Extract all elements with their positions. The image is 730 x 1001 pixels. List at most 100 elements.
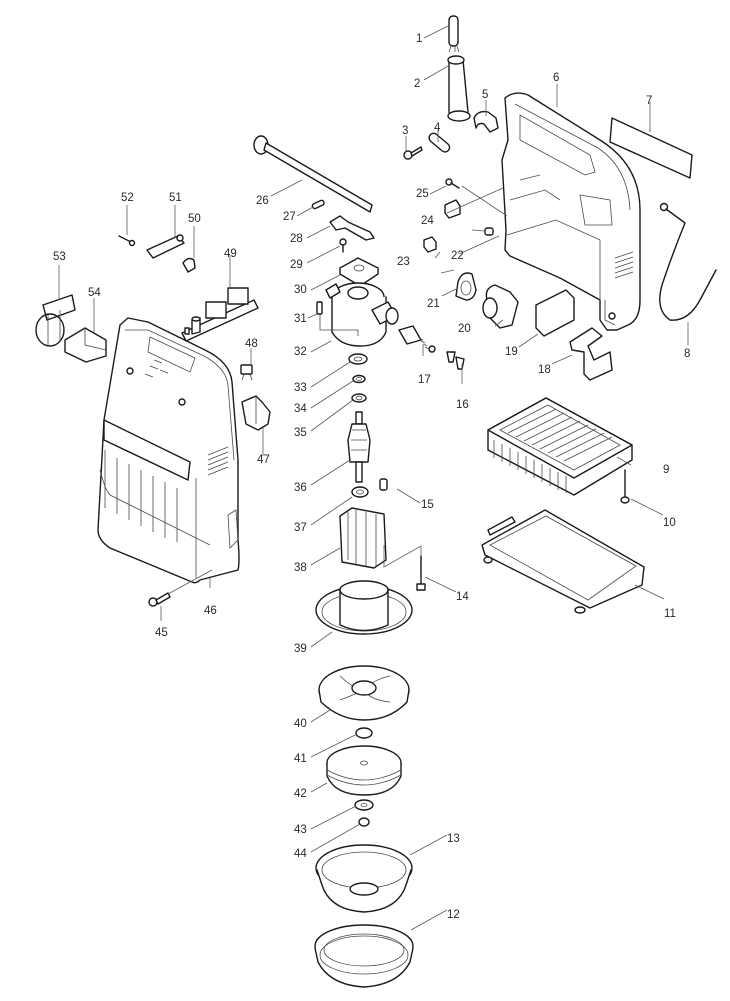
label-part-51: 51 (169, 192, 182, 204)
part-37-ball-bearing (351, 486, 369, 498)
label-part-38: 38 (294, 562, 307, 574)
part-21-gasket-plate (455, 272, 477, 301)
label-part-19: 19 (505, 346, 518, 358)
label-part-47: 47 (257, 454, 270, 466)
label-part-17: 17 (418, 374, 431, 386)
label-part-32: 32 (294, 346, 307, 358)
label-part-39: 39 (294, 643, 307, 655)
label-part-18: 18 (538, 364, 551, 376)
label-part-45: 45 (155, 627, 168, 639)
part-31-screw (316, 301, 323, 315)
part-8-lead-wire (659, 202, 717, 321)
label-part-16: 16 (456, 399, 469, 411)
label-part-30: 30 (294, 284, 307, 296)
part-26-shaft-lever (253, 135, 373, 213)
label-part-20: 20 (458, 323, 471, 335)
label-part-29: 29 (290, 259, 303, 271)
label-part-21: 21 (427, 298, 440, 310)
part-52-screw (118, 235, 136, 247)
part-17-carbon-brush (398, 325, 436, 353)
label-part-35: 35 (294, 427, 307, 439)
part-32-motor-housing (319, 282, 399, 347)
label-part-49: 49 (224, 248, 237, 260)
label-part-14: 14 (456, 591, 469, 603)
label-part-4: 4 (434, 122, 441, 134)
part-7-name-plate (609, 117, 693, 179)
part-40-fan (318, 665, 410, 721)
label-part-50: 50 (188, 213, 201, 225)
part-51-terminal-block (146, 234, 185, 259)
label-part-27: 27 (283, 211, 296, 223)
part-2-cord-guard (447, 55, 471, 122)
part-12-seal-ring (314, 924, 414, 988)
part-9-filter (487, 397, 633, 496)
part-49-controller-board (181, 287, 259, 342)
part-29-screw (339, 238, 347, 253)
part-43-flat-washer (354, 799, 374, 811)
part-15-pin (379, 478, 388, 491)
part-38-field (339, 507, 387, 569)
label-part-8: 8 (684, 348, 690, 360)
part-11-filter-frame (481, 509, 645, 614)
part-35-washer (351, 393, 367, 403)
label-part-44: 44 (294, 848, 307, 860)
part-22-cap (484, 227, 494, 236)
label-part-15: 15 (421, 499, 434, 511)
part-30-rubber-pad (339, 257, 379, 287)
part-41-spacer (355, 727, 373, 739)
label-part-28: 28 (290, 233, 303, 245)
part-42-fan-cover (326, 745, 402, 796)
part-33-ball-bearing (348, 353, 368, 365)
leader-lines (58, 25, 689, 931)
label-part-26: 26 (256, 195, 269, 207)
label-part-12: 12 (447, 909, 460, 921)
part-19-pad (535, 289, 575, 337)
part-34-washer (352, 374, 366, 384)
part-3-tapping-screw (403, 146, 423, 160)
label-part-7: 7 (646, 95, 652, 107)
part-6-rear-housing (501, 92, 641, 331)
part-36-armature (347, 411, 371, 483)
label-part-41: 41 (294, 753, 307, 765)
label-part-5: 5 (482, 89, 488, 101)
part-14-long-screw (416, 555, 426, 591)
label-part-36: 36 (294, 482, 307, 494)
label-part-37: 37 (294, 522, 307, 534)
label-part-1: 1 (416, 33, 422, 45)
label-part-24: 24 (421, 215, 434, 227)
label-part-53: 53 (53, 251, 66, 263)
part-28-spring (329, 215, 375, 241)
label-part-25: 25 (416, 188, 429, 200)
part-16-terminal (446, 351, 465, 370)
label-part-3: 3 (402, 125, 408, 137)
label-part-34: 34 (294, 403, 307, 415)
label-part-40: 40 (294, 718, 307, 730)
part-44-hex-nut (358, 817, 370, 827)
part-39-fan-guide (315, 580, 413, 635)
part-54-battery-holder (64, 327, 107, 363)
label-part-46: 46 (204, 605, 217, 617)
part-45-tapping-screw (148, 592, 171, 607)
part-1-cord-plug (448, 15, 460, 53)
part-10-screw (620, 469, 630, 504)
label-part-33: 33 (294, 382, 307, 394)
part-46-front-housing (97, 317, 240, 584)
part-25-screw (445, 178, 460, 189)
label-part-10: 10 (663, 517, 676, 529)
label-part-23: 23 (397, 256, 410, 268)
label-part-52: 52 (121, 192, 134, 204)
part-18-hook (569, 327, 613, 381)
part-4-gasket (428, 132, 451, 153)
part-48-capacitor (240, 364, 253, 381)
part-50-strain-relief (182, 257, 196, 273)
label-part-13: 13 (447, 833, 460, 845)
label-part-42: 42 (294, 788, 307, 800)
part-47-switch (241, 395, 271, 431)
label-part-48: 48 (245, 338, 258, 350)
part-labels: 1 2 3 4 5 6 7 8 9 10 11 12 13 14 15 16 1… (53, 33, 690, 921)
part-53-battery-clip (35, 294, 76, 347)
part-24-rubber-pin (444, 199, 461, 219)
label-part-54: 54 (88, 287, 101, 299)
label-part-31: 31 (294, 313, 307, 325)
